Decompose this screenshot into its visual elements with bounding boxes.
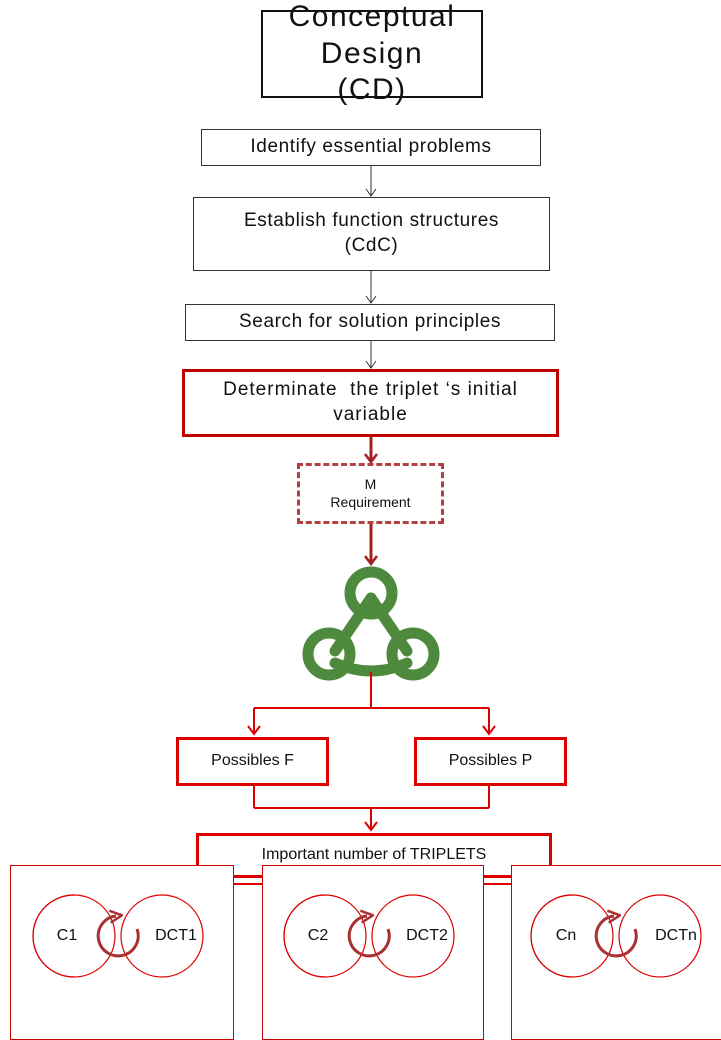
title-box: Conceptual Design (CD): [261, 0, 483, 106]
merge-to-triplets: [253, 786, 490, 832]
possibles-p-label: Possibles P: [448, 752, 533, 770]
step-label: Establish function structures (CdC): [243, 210, 499, 256]
circular-arrow-icon: [96, 909, 140, 958]
cycle-1-left-label: C1: [56, 927, 78, 944]
step-identify-problems: Identify essential problems: [201, 129, 541, 166]
determine-label: Determinate the triplet ‘s initial varia…: [223, 379, 525, 425]
cycle-right-circle: [120, 894, 204, 978]
possibles-p-box: Possibles P: [414, 737, 567, 786]
cycle-2-right-label: DCT2: [406, 927, 448, 944]
cycle-right-circle: [371, 894, 455, 978]
circular-arrow-icon: [347, 909, 391, 958]
circular-arrow-icon: [594, 909, 638, 958]
cycle-3-left-label: Cn: [555, 927, 577, 944]
step-label: Identify essential problems: [250, 136, 492, 158]
cycle-graphics: [32, 894, 702, 978]
requirement-label: M Requirement: [330, 476, 411, 510]
cycle-right-circle: [618, 894, 702, 978]
step-label: Search for solution principles: [239, 311, 501, 333]
determine-initial-variable-box: Determinate the triplet ‘s initial varia…: [182, 369, 559, 437]
cycle-2-left-label: C2: [307, 927, 329, 944]
possibles-f-box: Possibles F: [176, 737, 329, 786]
step-solution-principles: Search for solution principles: [185, 304, 555, 341]
cycle-3-right-label: DCTn: [655, 927, 697, 944]
triplets-label: Important number of TRIPLETS: [261, 846, 487, 864]
cycle-1: [32, 894, 204, 978]
requirement-box: M Requirement: [297, 463, 444, 524]
three-circles-triplet-icon: [302, 566, 440, 681]
cycle-1-right-label: DCT1: [155, 927, 197, 944]
cycle-3: [530, 894, 702, 978]
title-text: Conceptual Design (CD): [288, 0, 456, 107]
possibles-f-label: Possibles F: [211, 752, 294, 770]
icon-stem: [370, 672, 372, 682]
branch-to-possibles: [247, 680, 496, 736]
cycle-2: [283, 894, 455, 978]
step-function-structures: Establish function structures (CdC): [193, 197, 550, 271]
